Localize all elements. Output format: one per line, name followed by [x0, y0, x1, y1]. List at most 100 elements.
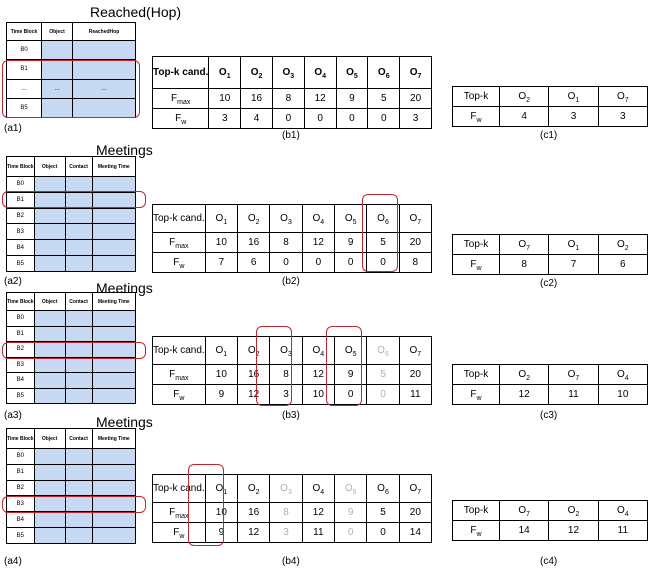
row-header-fmax: Fmax [152, 232, 206, 253]
row-header-fw: Fw [452, 254, 500, 275]
row-header-fw: Fw [152, 522, 206, 543]
heading-meetings: Meetings [96, 142, 153, 158]
fw-cell: 11 [398, 384, 433, 405]
row-label: B0 [6, 448, 35, 465]
row-header-topk: Top-k [452, 500, 500, 521]
candidate-table-b2: Top-k cand. O1 O2 O3 O4 O5 O6 O7 Fmax 10… [152, 204, 433, 273]
row-label: B4 [6, 239, 35, 257]
object-header: O4 [301, 474, 336, 503]
col-header-time-block: Time Block [6, 428, 35, 449]
topk-object-cell: O7 [498, 234, 550, 255]
topk-value-cell: 12 [498, 384, 550, 405]
fw-cell: 6 [237, 252, 271, 273]
col-header-object: Object [33, 292, 66, 311]
row-header-topk: Top-k [452, 86, 500, 107]
panel-label-c3: (c3) [540, 410, 558, 421]
object-header: O2 [237, 474, 271, 503]
fw-cell: 3 [208, 108, 242, 129]
fmax-cell: 8 [271, 88, 305, 109]
fmax-cell: 20 [399, 88, 432, 109]
highlight-box [2, 496, 146, 513]
object-header: O4 [301, 204, 336, 233]
panel-label-a1: (a1) [4, 123, 22, 134]
object-header: O2 [237, 336, 271, 365]
fmax-cell: 20 [398, 364, 433, 385]
object-header: O5 [334, 204, 368, 233]
fw-cell: 0 [334, 522, 368, 543]
highlight-box [2, 60, 140, 118]
fw-cell: 3 [399, 108, 432, 129]
object-header: O1 [208, 56, 242, 89]
topk-table-c3: Top-k O2 O7 O4 Fw 12 11 10 [452, 364, 649, 405]
fmax-cell: 12 [303, 88, 337, 109]
highlight-box [362, 194, 398, 272]
topk-object-cell: O7 [597, 86, 649, 107]
fw-cell: 0 [301, 252, 336, 273]
fw-cell: 0 [269, 252, 303, 273]
col-header-contact: Contact [64, 156, 93, 177]
col-header-meeting-time: Meeting Time [91, 156, 137, 177]
topk-value-cell: 11 [597, 520, 649, 541]
object-header: O1 [204, 336, 239, 365]
row-header-fw: Fw [452, 106, 500, 127]
panel-label-b2: (b2) [282, 276, 300, 287]
object-header: O7 [398, 336, 433, 365]
row-label: B3 [6, 223, 35, 241]
row-label: B5 [6, 527, 35, 544]
meetings-table: Time Block Object Contact Meeting Time B… [6, 428, 137, 544]
candidate-table-b4: Top-k cand. O1 O2 O3 O4 O5 O6 O7 Fmax 10… [152, 474, 433, 543]
highlight-box [2, 342, 146, 359]
object-header: O3 [271, 56, 305, 89]
topk-table-c2: Top-k O7 O1 O2 Fw 8 7 6 [452, 234, 649, 275]
fw-cell: 14 [398, 522, 433, 543]
panel-label-c4: (c4) [540, 556, 558, 567]
row-label: B5 [6, 387, 35, 404]
fmax-cell: 16 [237, 502, 271, 523]
object-header: O1 [204, 204, 239, 233]
fw-cell: 0 [366, 522, 400, 543]
meetings-table: Time Block Object Contact Meeting Time B… [6, 292, 137, 404]
heading-meetings: Meetings [96, 414, 153, 430]
fw-cell: 3 [269, 522, 303, 543]
highlight-box [326, 326, 362, 406]
object-header: O7 [399, 56, 432, 89]
col-header-time-block: Time Block [6, 22, 42, 41]
object-header: O6 [366, 474, 400, 503]
fw-cell: 0 [366, 384, 400, 405]
object-header: O6 [367, 56, 401, 89]
fmax-cell: 8 [269, 232, 303, 253]
fw-cell: 11 [301, 522, 336, 543]
fmax-cell: 9 [335, 88, 369, 109]
fmax-cell: 16 [237, 232, 271, 253]
row-label: B0 [6, 39, 42, 61]
topk-object-cell: O4 [597, 364, 649, 385]
fmax-cell: 9 [334, 502, 368, 523]
topk-object-cell: O7 [498, 500, 550, 521]
row-label: B4 [6, 372, 35, 389]
fw-cell: 8 [398, 252, 433, 273]
object-header: O6 [366, 336, 400, 365]
row-header-fw: Fw [152, 384, 206, 405]
fmax-cell: 20 [398, 502, 433, 523]
object-header: O3 [269, 474, 303, 503]
col-header-object: Object [41, 22, 73, 41]
fw-cell: 0 [271, 108, 305, 129]
col-header-time-block: Time Block [6, 156, 35, 177]
row-header-fw: Fw [151, 108, 210, 129]
highlight-box [188, 464, 224, 546]
fmax-cell: 20 [398, 232, 433, 253]
row-label: B3 [6, 356, 35, 373]
fw-cell: 0 [367, 108, 401, 129]
ellipsis: ... [41, 78, 73, 99]
col-header-object: Object [33, 428, 66, 449]
reached-hop-table: Time Block Object ReachedHop B0 B1 .....… [6, 22, 136, 119]
row-header-fmax: Fmax [152, 364, 206, 385]
row-header-topk: Top-k [452, 234, 500, 255]
row-header-fw: Fw [452, 520, 500, 541]
fmax-cell: 8 [269, 502, 303, 523]
topk-object-cell: O1 [548, 234, 599, 255]
fmax-cell: 10 [204, 364, 239, 385]
topk-value-cell: 3 [597, 106, 649, 127]
topk-object-cell: O2 [498, 364, 550, 385]
row-header-topk-cand: Top-k cand. [152, 336, 206, 365]
